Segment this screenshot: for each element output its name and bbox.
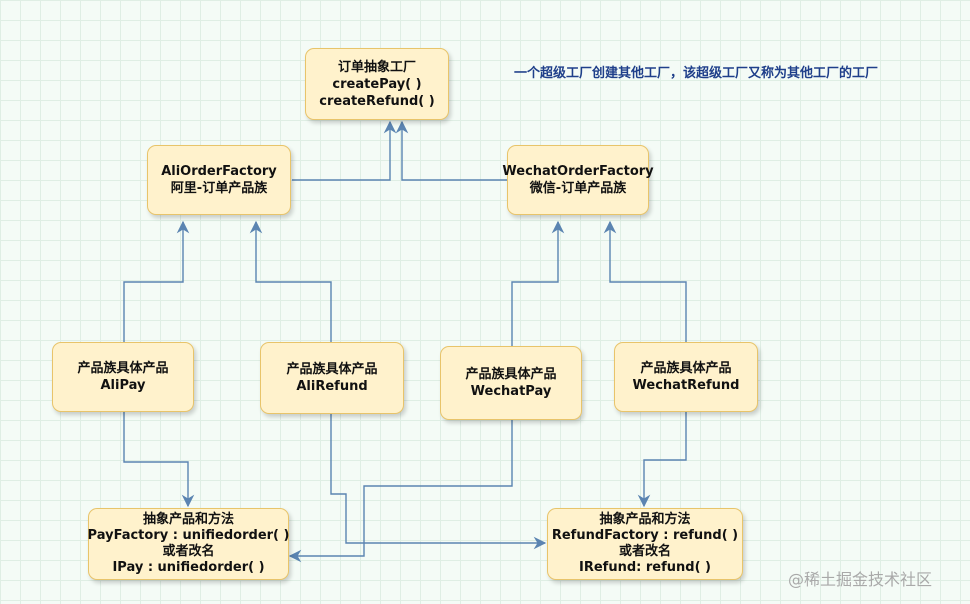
wechat-order-factory-node[interactable]: WechatOrderFactory 微信-订单产品族 [502, 145, 654, 215]
edge-alipay-to-ali-factory [123, 220, 190, 342]
edge-wechatpay-to-wechat-factory [511, 220, 565, 346]
abstract-order-factory-method-createpay: createPay( ) [332, 76, 422, 92]
abstract-order-factory-node[interactable]: 订单抽象工厂 createPay( ) createRefund( ) [305, 48, 449, 120]
watermark: @稀土掘金技术社区 [788, 570, 933, 589]
abstract-order-factory-title: 订单抽象工厂 [337, 59, 416, 75]
refund-abstract-title: 抽象产品和方法 [599, 512, 691, 527]
alipay-product-name: AliPay [100, 378, 146, 393]
refund-abstract-product-node[interactable]: 抽象产品和方法 RefundFactory : refund( ) 或者改名 I… [547, 508, 743, 580]
wechatrefund-product-name: WechatRefund [632, 378, 740, 393]
wechat-order-factory-name: WechatOrderFactory [502, 164, 654, 179]
edge-wechatpay-to-pay-abstract [288, 420, 513, 563]
wechatrefund-product-label: 产品族具体产品 [640, 361, 732, 376]
edge-wechat-factory-to-abstract [395, 120, 508, 181]
pay-abstract-method: PayFactory : unifiedorder( ) [87, 528, 290, 543]
wechatrefund-product-node[interactable]: 产品族具体产品 WechatRefund [614, 342, 758, 412]
refund-abstract-method: RefundFactory : refund( ) [551, 528, 739, 543]
pay-abstract-title: 抽象产品和方法 [142, 512, 234, 527]
alirefund-product-label: 产品族具体产品 [286, 362, 378, 377]
wechat-order-factory-desc: 微信-订单产品族 [529, 181, 627, 196]
wechatpay-product-node[interactable]: 产品族具体产品 WechatPay [440, 346, 582, 420]
pay-abstract-rename-note: 或者改名 [162, 544, 215, 559]
super-factory-note: 一个超级工厂创建其他工厂，该超级工厂又称为其他工厂的工厂 [514, 66, 879, 81]
ali-order-factory-desc: 阿里-订单产品族 [170, 181, 268, 196]
wechatpay-product-label: 产品族具体产品 [465, 367, 557, 382]
pay-abstract-interface: IPay : unifiedorder( ) [112, 560, 265, 575]
edge-ali-factory-to-abstract [292, 120, 397, 181]
ali-order-factory-node[interactable]: AliOrderFactory 阿里-订单产品族 [147, 145, 291, 215]
pay-abstract-product-node[interactable]: 抽象产品和方法 PayFactory : unifiedorder( ) 或者改… [88, 508, 289, 580]
alirefund-product-node[interactable]: 产品族具体产品 AliRefund [260, 342, 404, 414]
abstract-order-factory-method-createrefund: createRefund( ) [319, 93, 435, 109]
refund-abstract-rename-note: 或者改名 [618, 544, 671, 559]
wechatpay-product-name: WechatPay [470, 384, 552, 399]
alipay-product-label: 产品族具体产品 [77, 361, 169, 376]
edge-wechatrefund-to-refund-abstract [637, 412, 687, 508]
alirefund-product-name: AliRefund [296, 379, 368, 394]
edge-alipay-to-pay-abstract [123, 412, 195, 508]
alipay-product-node[interactable]: 产品族具体产品 AliPay [52, 342, 194, 412]
edge-alirefund-to-refund-abstract [330, 414, 547, 550]
ali-order-factory-name: AliOrderFactory [161, 164, 277, 179]
edge-alirefund-to-ali-factory [249, 220, 332, 342]
edge-wechatrefund-to-wechat-factory [603, 220, 687, 342]
refund-abstract-interface: IRefund: refund( ) [579, 560, 711, 575]
